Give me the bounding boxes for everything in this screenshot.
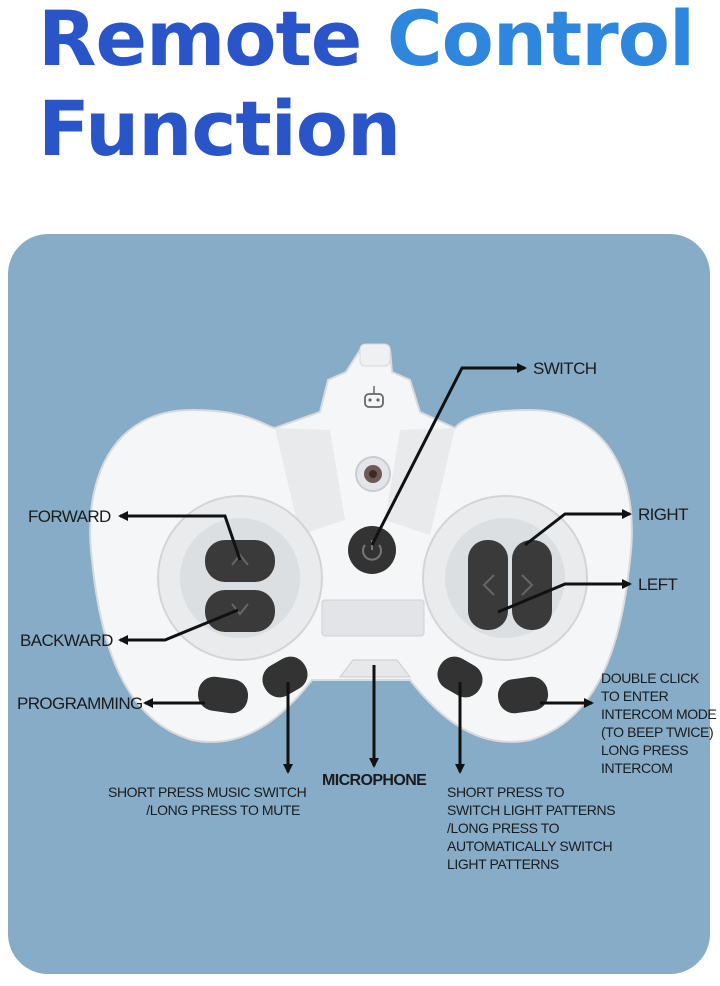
label-light-line: AUTOMATICALLY SWITCH (447, 838, 613, 854)
robot-icon (364, 386, 384, 408)
label-intercom-line: (TO BEEP TWICE) (601, 724, 714, 740)
label-forward: FORWARD (28, 507, 111, 526)
title-word-remote: Remote (38, 0, 362, 83)
forward-button[interactable] (205, 540, 275, 582)
arrow-right-icon (521, 574, 534, 596)
label-light: SHORT PRESS TO SWITCH LIGHT PATTERNS /LO… (447, 783, 616, 873)
label-music-line: SHORT PRESS MUSIC SWITCH (108, 784, 307, 800)
programming-button[interactable] (196, 675, 250, 716)
label-intercom: DOUBLE CLICK TO ENTER INTERCOM MODE (TO … (601, 669, 717, 777)
label-intercom-line: INTERCOM MODE (601, 706, 717, 722)
callout-arrows (118, 363, 632, 774)
title-line-2: Function (38, 84, 401, 173)
switch-button[interactable] (348, 526, 396, 574)
title-word-control: Control (386, 0, 695, 83)
left-arrow (497, 579, 632, 614)
right-button[interactable] (512, 540, 552, 630)
label-left: LEFT (638, 575, 678, 594)
backward-button[interactable] (205, 590, 275, 632)
label-right: RIGHT (638, 505, 688, 524)
label-intercom-line: TO ENTER (601, 688, 669, 704)
arrow-up-icon (231, 553, 249, 566)
arrow-left-icon (482, 574, 495, 596)
arrow-down-icon (231, 603, 249, 616)
display-window (321, 599, 425, 637)
forward-arrow (118, 511, 242, 561)
intercom-button[interactable] (496, 675, 550, 716)
left-button[interactable] (468, 540, 508, 630)
label-intercom-line: DOUBLE CLICK (601, 670, 699, 686)
label-music-line: /LONG PRESS TO MUTE (146, 802, 300, 818)
label-light-line: /LONG PRESS TO (447, 820, 560, 836)
label-music: SHORT PRESS MUSIC SWITCH /LONG PRESS TO … (108, 783, 307, 819)
label-light-line: LIGHT PATTERNS (447, 856, 559, 872)
switch-arrow (370, 363, 527, 546)
label-backward: BACKWARD (20, 631, 113, 650)
title-line-1: Remote Control (38, 0, 695, 83)
label-light-line: SWITCH LIGHT PATTERNS (447, 802, 616, 818)
label-intercom-line: LONG PRESS (601, 742, 689, 758)
right-dpad (422, 495, 588, 661)
camera-lens (355, 456, 391, 492)
label-intercom-line: INTERCOM (601, 760, 673, 776)
page-title: Remote Control Function (38, 0, 695, 174)
label-programming: PROGRAMMING (17, 694, 143, 713)
backward-arrow (118, 608, 239, 645)
right-arrow (524, 509, 632, 547)
label-switch: SWITCH (533, 359, 597, 378)
left-dpad (157, 495, 323, 661)
light-button[interactable] (432, 651, 489, 703)
music-button[interactable] (257, 651, 314, 703)
label-light-line: SHORT PRESS TO (447, 784, 565, 800)
label-microphone: MICROPHONE (322, 772, 427, 789)
